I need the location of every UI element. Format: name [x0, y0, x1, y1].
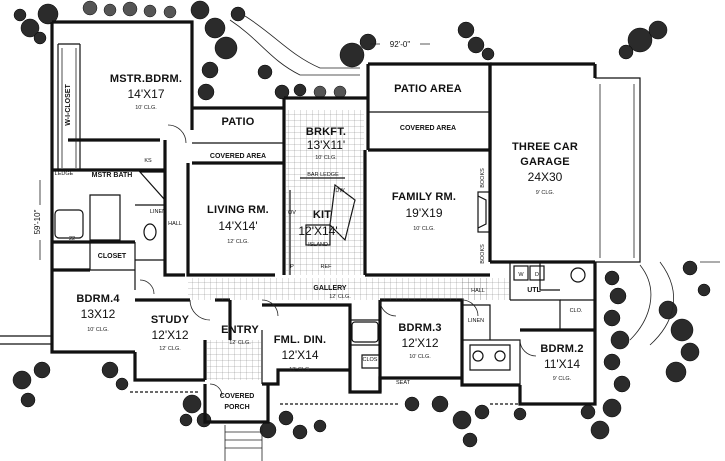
- bedroom2-size: 11'X14: [544, 357, 580, 371]
- oven-label: OV: [288, 210, 296, 216]
- dimension-lines: 92'-0" 59'-10": [33, 40, 430, 260]
- linen-label: LINEN: [150, 209, 166, 215]
- study-size: 12'X12: [152, 328, 189, 342]
- bedroom3-name: BDRM.3: [398, 322, 441, 334]
- garage-name: THREE CAR: [512, 141, 578, 153]
- patio-covered: COVERED AREA: [210, 153, 266, 160]
- porch-name: COVERED: [220, 393, 255, 400]
- patio-area-covered: COVERED AREA: [400, 125, 456, 132]
- entry-clg: 12' CLG.: [229, 340, 251, 346]
- entry-name: ENTRY: [221, 324, 259, 336]
- formal-dining-name: FML. DIN.: [274, 334, 327, 346]
- fixtures: [54, 171, 586, 362]
- ref-label: REF: [321, 264, 333, 270]
- closet-label-2: CLO.: [570, 308, 583, 314]
- living-room-clg: 12' CLG.: [227, 239, 249, 245]
- kitchen-name: KIT: [313, 209, 331, 221]
- master-bath-name: MSTR BATH: [92, 172, 133, 179]
- tile-floor: [188, 110, 510, 380]
- hall-label-2: HALL: [471, 288, 485, 294]
- study-clg: 12' CLG.: [159, 346, 181, 352]
- master-bedroom-clg: 10' CLG.: [135, 105, 157, 111]
- books-label-2: BOOKS: [480, 244, 486, 264]
- bedroom2-clg: 9' CLG.: [553, 376, 572, 382]
- gallery-name: GALLERY: [313, 285, 347, 292]
- bedroom4-clg: 10' CLG.: [87, 327, 109, 333]
- bedroom4-size: 13X12: [81, 307, 116, 321]
- ledge-label: LEDGE: [55, 171, 74, 177]
- breakfast-clg: 10' CLG.: [315, 155, 337, 161]
- dryer-label: D: [535, 272, 539, 278]
- patio-name: PATIO: [222, 116, 255, 128]
- closet-label: CLOSET: [98, 253, 127, 260]
- door-swings: [139, 124, 537, 397]
- master-bedroom-name: MSTR.BDRM.: [110, 73, 182, 85]
- width-dimension: 92'-0": [390, 40, 411, 49]
- utility-label: UTL: [527, 287, 541, 294]
- linen-label-2: LINEN: [468, 318, 484, 324]
- formal-dining-size: 12'X14: [282, 348, 319, 362]
- study-name: STUDY: [151, 314, 190, 326]
- garage-clg: 9' CLG.: [536, 190, 555, 196]
- clos-label: CLOS: [363, 357, 378, 363]
- twentytwo-label: 22: [69, 236, 75, 242]
- family-room-clg: 10' CLG.: [413, 226, 435, 232]
- master-bedroom-size: 14'X17: [128, 87, 165, 101]
- garage-size: 24X30: [528, 170, 563, 184]
- pantry-label: P: [290, 264, 294, 270]
- washer-label: W: [518, 272, 524, 278]
- patio-area-name: PATIO AREA: [394, 83, 462, 95]
- bar-ledge-label: BAR LEDGE: [307, 172, 339, 178]
- family-room-size: 19'X19: [406, 206, 443, 220]
- dishwasher-label: DW: [335, 188, 345, 194]
- depth-dimension: 59'-10": [33, 209, 42, 234]
- living-room-size: 14'X14': [218, 219, 257, 233]
- walk-in-closet-name: W-I-CLOSET: [65, 84, 72, 126]
- breakfast-name: BRKFT.: [306, 126, 346, 138]
- books-label: BOOKS: [480, 168, 486, 188]
- porch-name-2: PORCH: [224, 404, 249, 411]
- room-labels: MSTR.BDRM. 14'X17 10' CLG. W-I-CLOSET MS…: [55, 73, 584, 411]
- bedroom4-name: BDRM.4: [76, 293, 120, 305]
- breakfast-size: 13'X11': [307, 138, 345, 152]
- living-room-name: LIVING RM.: [207, 204, 269, 216]
- ks-label: KS: [144, 158, 152, 164]
- interior-walls: [52, 43, 641, 392]
- garage-name-2: GARAGE: [520, 156, 569, 168]
- family-room-name: FAMILY RM.: [392, 191, 456, 203]
- kitchen-size: 12'X14': [298, 224, 337, 238]
- hall-label: HALL: [168, 221, 182, 227]
- formal-dining-clg: 12' CLG.: [289, 367, 311, 373]
- gallery-clg: 12' CLG.: [329, 294, 351, 300]
- bedroom3-clg: 10' CLG.: [409, 354, 431, 360]
- island-label: ISLAND: [308, 242, 328, 248]
- bedroom3-size: 12'X12: [402, 336, 439, 350]
- bedroom2-name: BDRM.2: [540, 343, 583, 355]
- seat-label: SEAT: [396, 380, 411, 386]
